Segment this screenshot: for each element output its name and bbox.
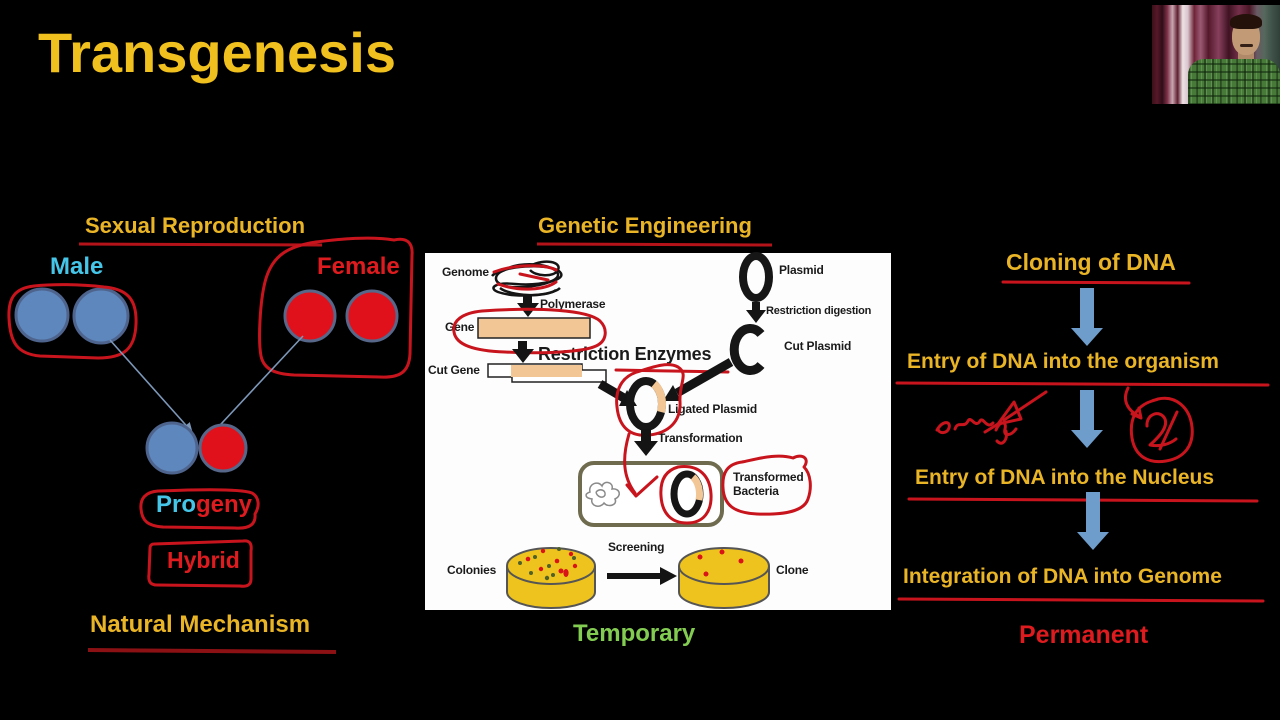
label-polymerase: Polymerase bbox=[540, 297, 606, 311]
label-clone: Clone bbox=[776, 563, 809, 577]
label-cut-gene: Cut Gene bbox=[428, 363, 480, 377]
label-transformation: Transformation bbox=[658, 431, 743, 445]
label-female: Female bbox=[317, 253, 400, 280]
label-restriction-enzymes: Restriction Enzymes bbox=[538, 344, 712, 364]
male-gamete-circles bbox=[14, 287, 130, 345]
heading-genetic-engineering: Genetic Engineering bbox=[538, 213, 752, 238]
label-cut-plasmid: Cut Plasmid bbox=[784, 339, 852, 353]
underline-entry-organism bbox=[895, 381, 1270, 387]
male-to-progeny-arrow bbox=[109, 339, 193, 433]
webcam-video bbox=[1152, 5, 1280, 104]
label-screening: Screening bbox=[608, 540, 665, 554]
flow-arrow-2 bbox=[1071, 390, 1103, 448]
female-gamete-circles bbox=[283, 289, 399, 343]
flow-arrow-1 bbox=[1071, 288, 1103, 346]
progeny-circles bbox=[145, 421, 248, 475]
label-progeny-geny: geny bbox=[196, 491, 253, 518]
label-progeny-pro: Pro bbox=[156, 491, 197, 518]
step-integration-into-genome: Integration of DNA into Genome bbox=[903, 565, 1222, 588]
label-ligated-plasmid: Ligated Plasmid bbox=[668, 402, 758, 416]
underline-sexual-reproduction bbox=[78, 242, 323, 247]
step-entry-into-nucleus: Entry of DNA into the Nucleus bbox=[915, 466, 1215, 489]
label-gene: Gene bbox=[445, 320, 475, 334]
circled-2-annotation bbox=[1124, 386, 1194, 464]
instructor-shirt bbox=[1188, 59, 1280, 104]
label-hybrid: Hybrid bbox=[167, 547, 240, 573]
page-title: Transgenesis bbox=[38, 21, 396, 84]
female-to-progeny-arrow bbox=[207, 335, 304, 439]
underline-cloning bbox=[1001, 280, 1191, 285]
label-restriction-digestion: Restriction digestion bbox=[766, 305, 872, 317]
handwritten-cytoplasm-scribble bbox=[935, 390, 1048, 445]
label-natural-mechanism: Natural Mechanism bbox=[90, 611, 311, 638]
step-entry-into-organism: Entry of DNA into the organism bbox=[907, 350, 1219, 373]
label-progeny: Progeny bbox=[156, 491, 253, 518]
heading-sexual-reproduction: Sexual Reproduction bbox=[85, 213, 306, 238]
male-annotation-circle bbox=[7, 283, 138, 360]
underline-entry-nucleus bbox=[907, 497, 1259, 503]
label-plasmid: Plasmid bbox=[779, 263, 824, 277]
label-permanent: Permanent bbox=[1019, 621, 1149, 649]
label-male: Male bbox=[50, 253, 104, 280]
flow-arrow-3 bbox=[1077, 492, 1109, 550]
label-temporary: Temporary bbox=[573, 620, 696, 647]
underline-natural-mechanism bbox=[87, 648, 337, 654]
underline-integration bbox=[897, 597, 1265, 603]
underline-genetic-engineering bbox=[536, 242, 773, 247]
instructor-hair bbox=[1230, 14, 1262, 29]
label-genome: Genome bbox=[442, 265, 489, 279]
label-colonies: Colonies bbox=[447, 563, 497, 577]
instructor-mustache bbox=[1240, 44, 1253, 47]
label-transformed-bacteria: Transformed Bacteria bbox=[733, 470, 804, 498]
step-cloning-of-dna: Cloning of DNA bbox=[1006, 249, 1176, 275]
